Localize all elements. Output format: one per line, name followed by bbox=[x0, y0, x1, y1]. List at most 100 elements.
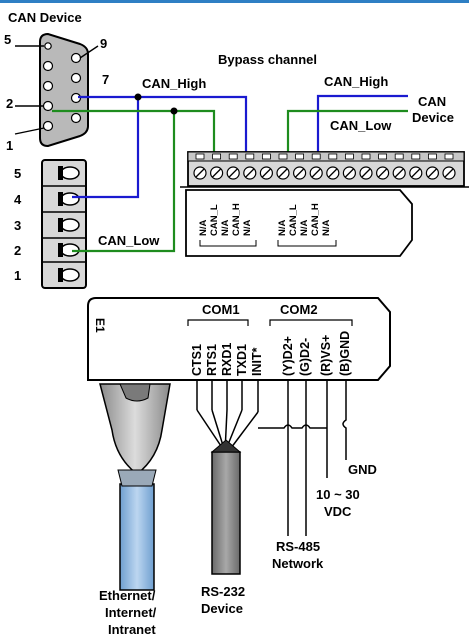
can-terminal-block bbox=[41, 159, 87, 289]
bypass-g1-label-4: CAN_H bbox=[231, 203, 242, 236]
com1-label: COM1 bbox=[202, 302, 240, 317]
bypass-screw-slot-13 bbox=[394, 168, 404, 178]
db9-pin-9-label: 9 bbox=[100, 36, 107, 51]
bypass-screw-slot-8 bbox=[311, 168, 321, 178]
bypass-screw-slot-9 bbox=[328, 168, 338, 178]
pin-label-init: INIT* bbox=[250, 347, 264, 376]
top-accent-bar bbox=[0, 0, 469, 3]
pin-label-d2plus: (Y)D2+ bbox=[281, 336, 295, 376]
bypass-group1-labels: N/A CAN_L N/A CAN_H N/A bbox=[198, 203, 253, 236]
bypass-slot-6 bbox=[278, 153, 288, 160]
pin-label-cts1: CTS1 bbox=[190, 344, 204, 376]
bypass-slot-15 bbox=[427, 153, 437, 160]
pin-label-vsplus: (R)VS+ bbox=[319, 335, 333, 376]
bypass-slot-10 bbox=[344, 153, 354, 160]
bypass-slot-8 bbox=[311, 153, 321, 160]
bypass-channel-title: Bypass channel bbox=[218, 52, 317, 67]
can-high-wire-left bbox=[72, 93, 248, 199]
bypass-g2-label-2: CAN_L bbox=[288, 204, 299, 236]
rs232-cable bbox=[210, 439, 242, 575]
db9-pin-1-label: 1 bbox=[6, 138, 13, 153]
bypass-slot-14 bbox=[411, 153, 421, 160]
terminal-pin-4-label: 4 bbox=[14, 192, 22, 207]
bypass-group2-labels: N/A CAN_L N/A CAN_H N/A bbox=[277, 203, 332, 236]
bypass-slot-5 bbox=[261, 153, 271, 160]
bypass-screw-slot-3 bbox=[228, 168, 238, 178]
db9-pin-9-leader bbox=[79, 45, 99, 59]
bypass-slot-2 bbox=[212, 153, 222, 160]
db9-pin-7-label: 7 bbox=[102, 72, 109, 87]
rs485-wires bbox=[258, 380, 327, 536]
ethernet-cable bbox=[99, 383, 171, 591]
bypass-screw-slot-12 bbox=[378, 168, 388, 178]
can-low-label-left: CAN_Low bbox=[98, 233, 160, 248]
can-device-title: CAN Device bbox=[8, 10, 82, 25]
power-label-line1: 10 ~ 30 bbox=[316, 487, 360, 502]
module-logo: E1 bbox=[93, 318, 107, 333]
bypass-slot-13 bbox=[394, 153, 404, 160]
ethernet-label-line1: Ethernet/ bbox=[99, 588, 156, 603]
terminal-pin-2-label: 2 bbox=[14, 243, 21, 258]
rs485-label-line1: RS-485 bbox=[276, 539, 320, 554]
bypass-slot-9 bbox=[328, 153, 338, 160]
pin-label-txd1: TXD1 bbox=[235, 344, 249, 376]
can-device-right-line2: Device bbox=[412, 110, 454, 125]
can-device-right-line1: CAN bbox=[418, 94, 446, 109]
bypass-screw-slot-16 bbox=[444, 168, 454, 178]
bypass-screw-slot-4 bbox=[245, 168, 255, 178]
bypass-screw-slot-14 bbox=[411, 168, 421, 178]
db9-pin-1-leader bbox=[14, 127, 45, 135]
com2-bracket bbox=[269, 319, 353, 326]
db9-pin-2-label: 2 bbox=[6, 96, 13, 111]
rs232-label-line1: RS-232 bbox=[201, 584, 245, 599]
bypass-terminal-strip bbox=[180, 151, 469, 188]
bypass-slot-16 bbox=[444, 153, 454, 160]
bypass-group2-bracket bbox=[277, 240, 337, 247]
bypass-g2-label-3: N/A bbox=[299, 220, 310, 237]
gnd-wire bbox=[342, 380, 347, 460]
bypass-g1-label-1: N/A bbox=[198, 220, 209, 237]
bypass-g2-label-1: N/A bbox=[277, 220, 288, 237]
bypass-slot-12 bbox=[378, 153, 388, 160]
db9-connector bbox=[39, 32, 89, 148]
bypass-slot-1 bbox=[195, 153, 205, 160]
bypass-g1-label-3: N/A bbox=[220, 220, 231, 237]
ethernet-label-line3: Intranet bbox=[108, 622, 156, 637]
bypass-label-box bbox=[185, 189, 413, 257]
can-high-wire-right bbox=[316, 94, 408, 156]
power-label-line2: VDC bbox=[324, 504, 352, 519]
terminal-pin-1-label: 1 bbox=[14, 268, 21, 283]
can-low-wire-left bbox=[52, 107, 216, 253]
bypass-screw-slot-2 bbox=[212, 168, 222, 178]
bypass-g2-label-4: CAN_H bbox=[310, 203, 321, 236]
bypass-slot-7 bbox=[295, 153, 305, 160]
bypass-screw-slot-15 bbox=[427, 168, 437, 178]
bypass-slot-11 bbox=[361, 153, 371, 160]
can-low-wire-right bbox=[286, 109, 408, 156]
bypass-screw-slot-1 bbox=[195, 168, 205, 178]
terminal-pin-3-label: 3 bbox=[14, 218, 21, 233]
gnd-output-label: GND bbox=[348, 462, 377, 477]
module-body bbox=[87, 297, 391, 381]
bypass-screw-slot-5 bbox=[261, 168, 271, 178]
terminal-pin-5-label: 5 bbox=[14, 166, 21, 181]
bypass-g2-label-5: N/A bbox=[321, 220, 332, 237]
ethernet-label-line2: Internet/ bbox=[105, 605, 157, 620]
can-high-label-right: CAN_High bbox=[324, 74, 388, 89]
com2-label: COM2 bbox=[280, 302, 318, 317]
bypass-screw-slot-10 bbox=[344, 168, 354, 178]
pin-label-gnd: (B)GND bbox=[338, 331, 352, 376]
rs485-label-line2: Network bbox=[272, 556, 324, 571]
module-pin-labels: CTS1 RTS1 RXD1 TXD1 INIT* (Y)D2+ (G)D2- … bbox=[190, 331, 352, 376]
pin-label-rxd1: RXD1 bbox=[220, 343, 234, 376]
db9-pin-5-label: 5 bbox=[4, 32, 11, 47]
bypass-g1-label-2: CAN_L bbox=[209, 204, 220, 236]
rs232-label-line2: Device bbox=[201, 601, 243, 616]
bypass-screw-slot-7 bbox=[295, 168, 305, 178]
can-high-label-left: CAN_High bbox=[142, 76, 206, 91]
bypass-screw-slot-6 bbox=[278, 168, 288, 178]
bypass-group1-bracket bbox=[199, 240, 257, 247]
bypass-g1-label-5: N/A bbox=[242, 220, 253, 237]
